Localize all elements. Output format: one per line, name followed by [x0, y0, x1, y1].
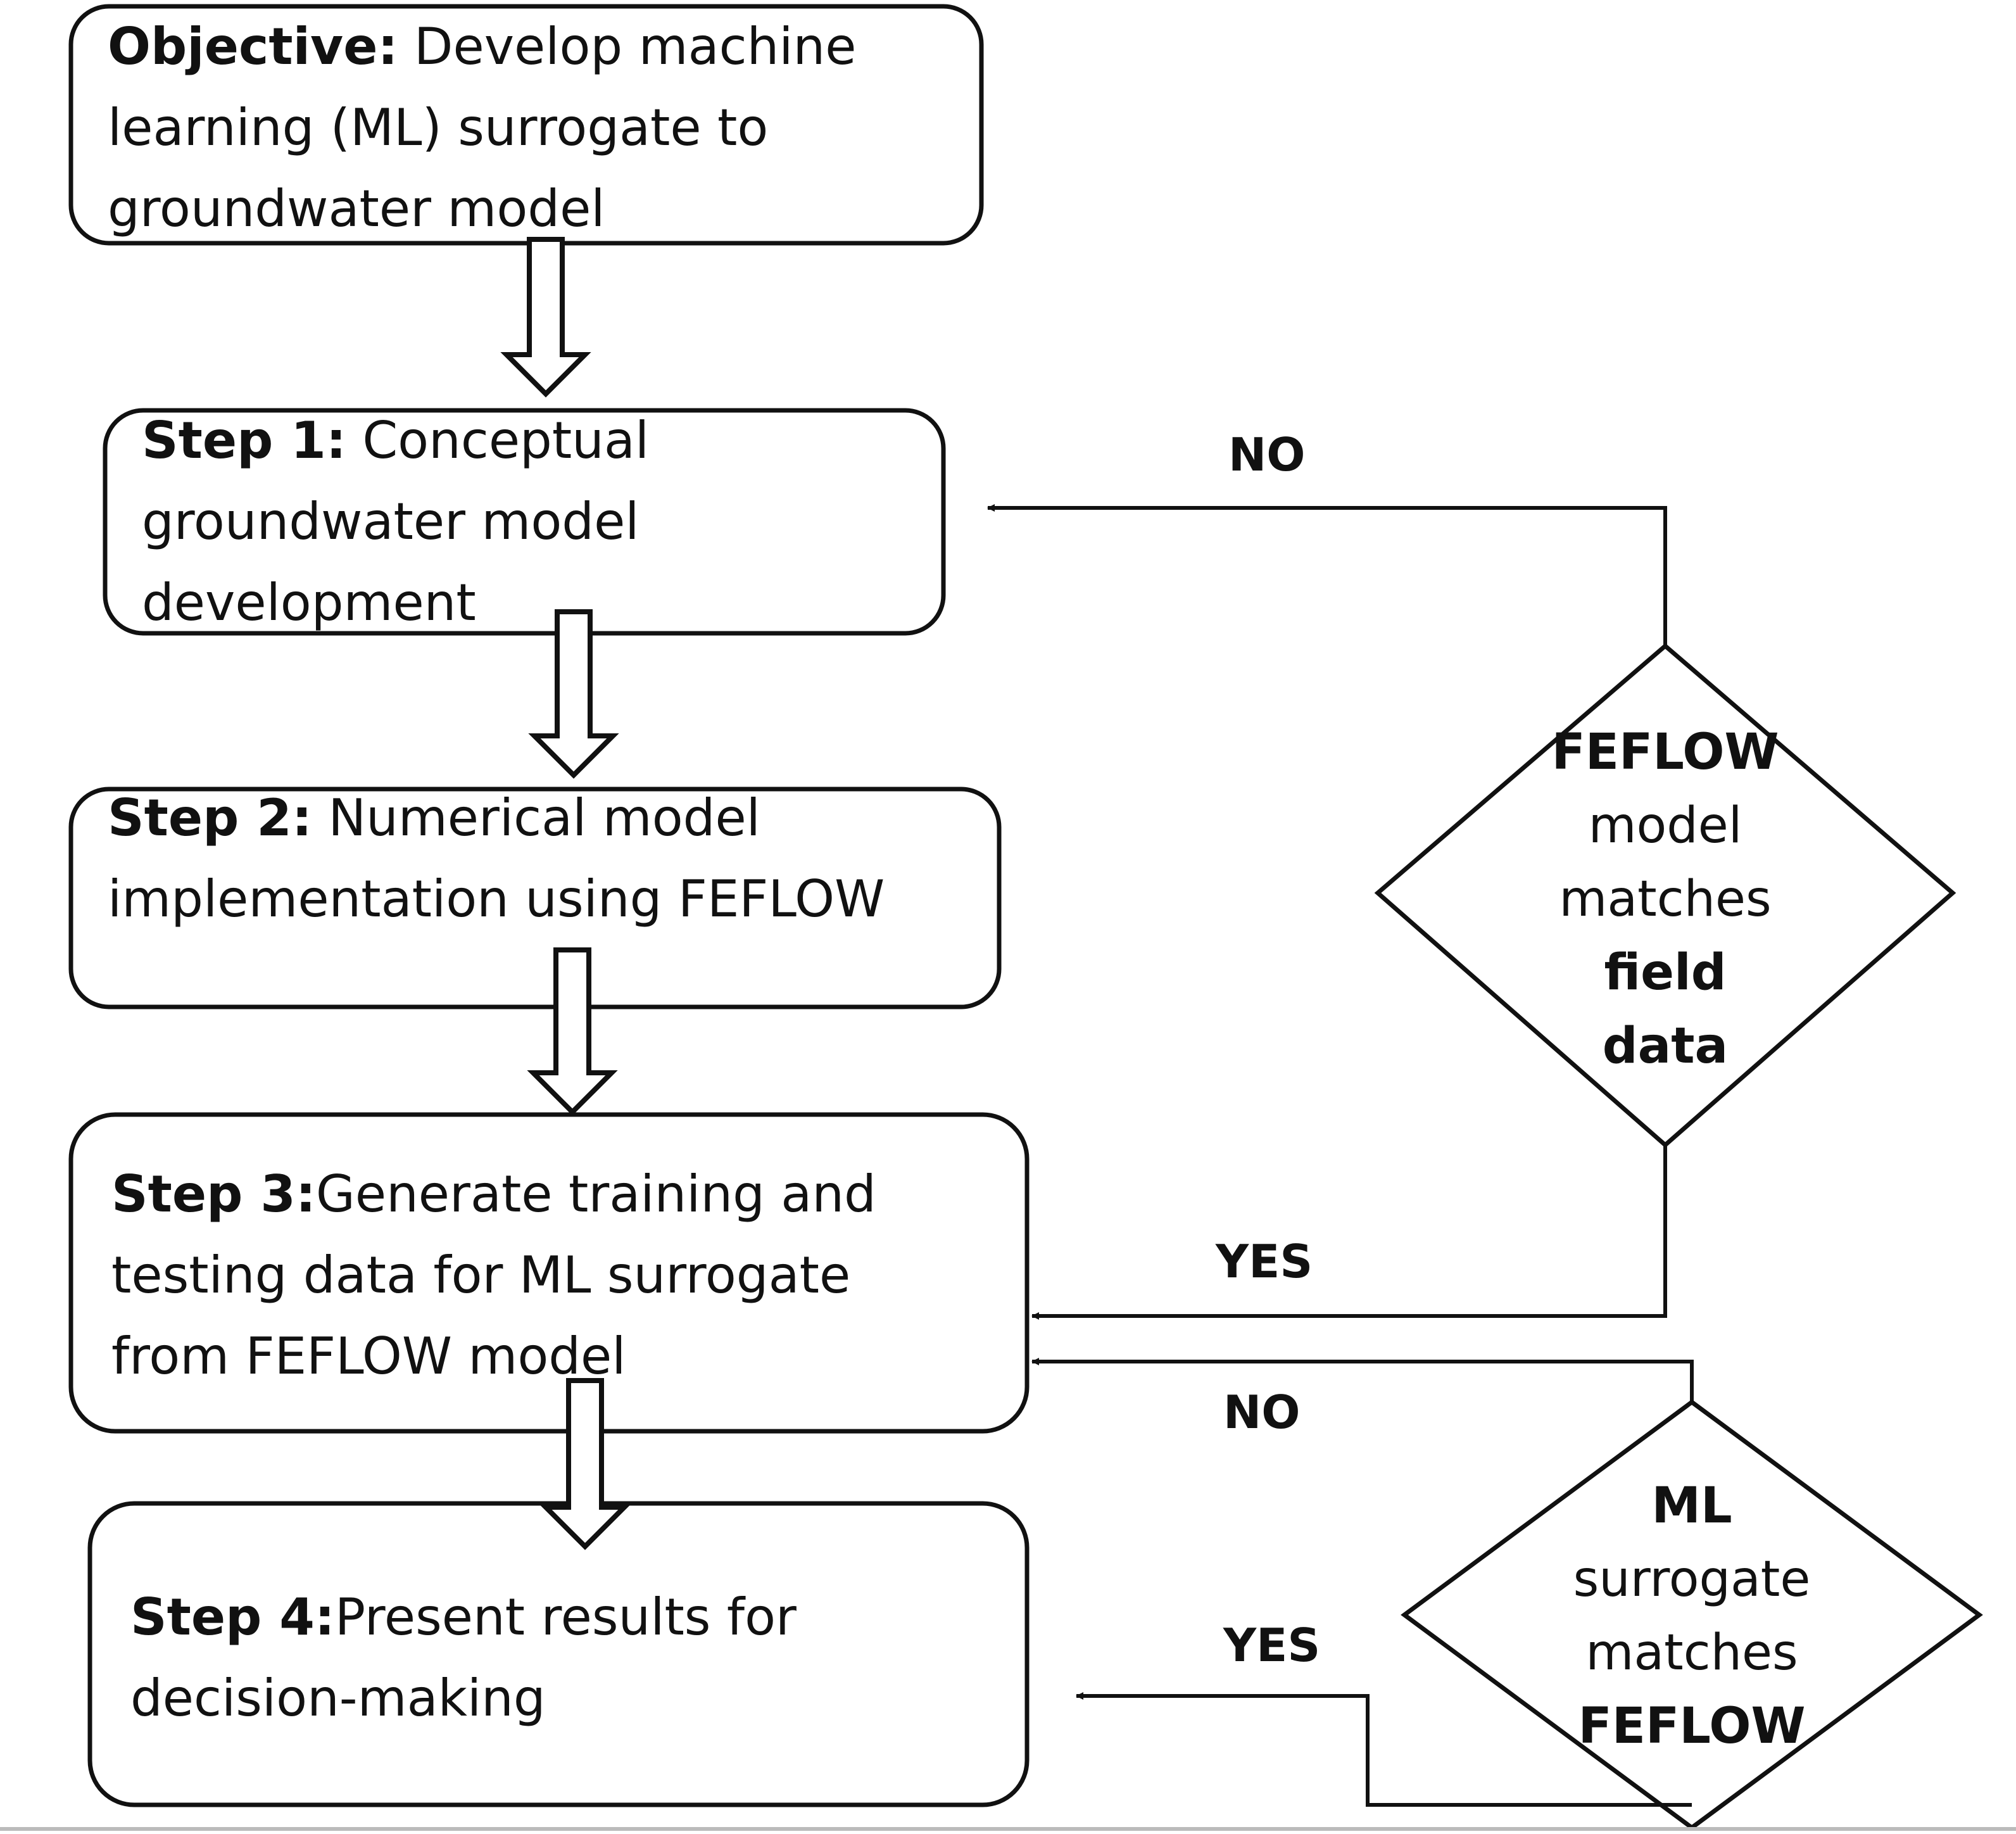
step1-box	[103, 408, 946, 636]
block-arrow-step1-to-step2	[528, 609, 619, 779]
objective-lead: Objective:	[108, 17, 398, 76]
feflow-decision-line2: model	[1588, 797, 1742, 854]
step3-text: Step 3:Generate training and testing dat…	[111, 1154, 876, 1397]
ml-decision-line1: ML	[1651, 1477, 1732, 1534]
ml-no-connector	[1031, 1358, 1694, 1402]
objective-line2: learning (ML) surrogate to	[108, 98, 769, 157]
step1-text: Step 1: Conceptual groundwater model dev…	[142, 400, 649, 643]
step3-lead: Step 3:	[111, 1165, 316, 1224]
ml-no-label: NO	[1223, 1386, 1301, 1439]
ml-yes-connector	[1076, 1692, 1692, 1807]
step4-box	[87, 1501, 1030, 1807]
step4-line1: Present results for	[334, 1588, 797, 1647]
step3-box	[68, 1112, 1030, 1434]
ml-yes-label: YES	[1223, 1619, 1321, 1672]
step1-line1: Conceptual	[346, 411, 650, 470]
step3-line2: testing data for ML surrogate	[111, 1246, 851, 1305]
feflow-yes-connector	[1031, 1145, 1667, 1320]
step2-box	[68, 787, 1002, 1009]
objective-text: Objective: Develop machine learning (ML)…	[108, 6, 856, 250]
objective-box	[68, 4, 984, 246]
step2-lead: Step 2:	[108, 788, 312, 847]
step4-text: Step 4:Present results for decision-maki…	[130, 1577, 797, 1739]
step4-line2: decision-making	[130, 1669, 546, 1728]
feflow-decision-text: FEFLOW model matches field data	[1539, 716, 1792, 1083]
block-arrow-step2-to-step3	[527, 947, 618, 1116]
feflow-decision-line3: matches	[1559, 871, 1772, 928]
feflow-decision-line5: data	[1602, 1018, 1729, 1075]
step2-line2: implementation using FEFLOW	[108, 870, 885, 928]
feflow-no-label: NO	[1228, 428, 1306, 481]
ml-decision-text: ML surrogate matches FEFLOW	[1565, 1469, 1818, 1763]
feflow-decision-line4: field	[1604, 944, 1727, 1001]
objective-line1: Develop machine	[398, 17, 857, 76]
objective-line3: groundwater model	[108, 179, 605, 238]
ml-decision-line3: matches	[1585, 1624, 1798, 1681]
step4-lead: Step 4:	[130, 1588, 335, 1647]
ml-decision-line4: FEFLOW	[1578, 1698, 1806, 1755]
feflow-yes-label: YES	[1216, 1235, 1313, 1288]
step3-line1: Generate training and	[315, 1165, 876, 1224]
feflow-decision-line1: FEFLOW	[1551, 724, 1779, 781]
block-arrow-objective-to-step1	[500, 237, 591, 398]
step1-line3: development	[142, 573, 476, 632]
step3-line3: from FEFLOW model	[111, 1327, 626, 1386]
ml-decision-line2: surrogate	[1573, 1551, 1811, 1608]
step1-lead: Step 1:	[142, 411, 346, 470]
feflow-no-connector	[987, 504, 1667, 646]
step2-line1: Numerical model	[312, 788, 760, 847]
step2-text: Step 2: Numerical model implementation u…	[108, 778, 885, 940]
block-arrow-step3-to-step4	[539, 1378, 631, 1550]
step1-line2: groundwater model	[142, 492, 639, 551]
